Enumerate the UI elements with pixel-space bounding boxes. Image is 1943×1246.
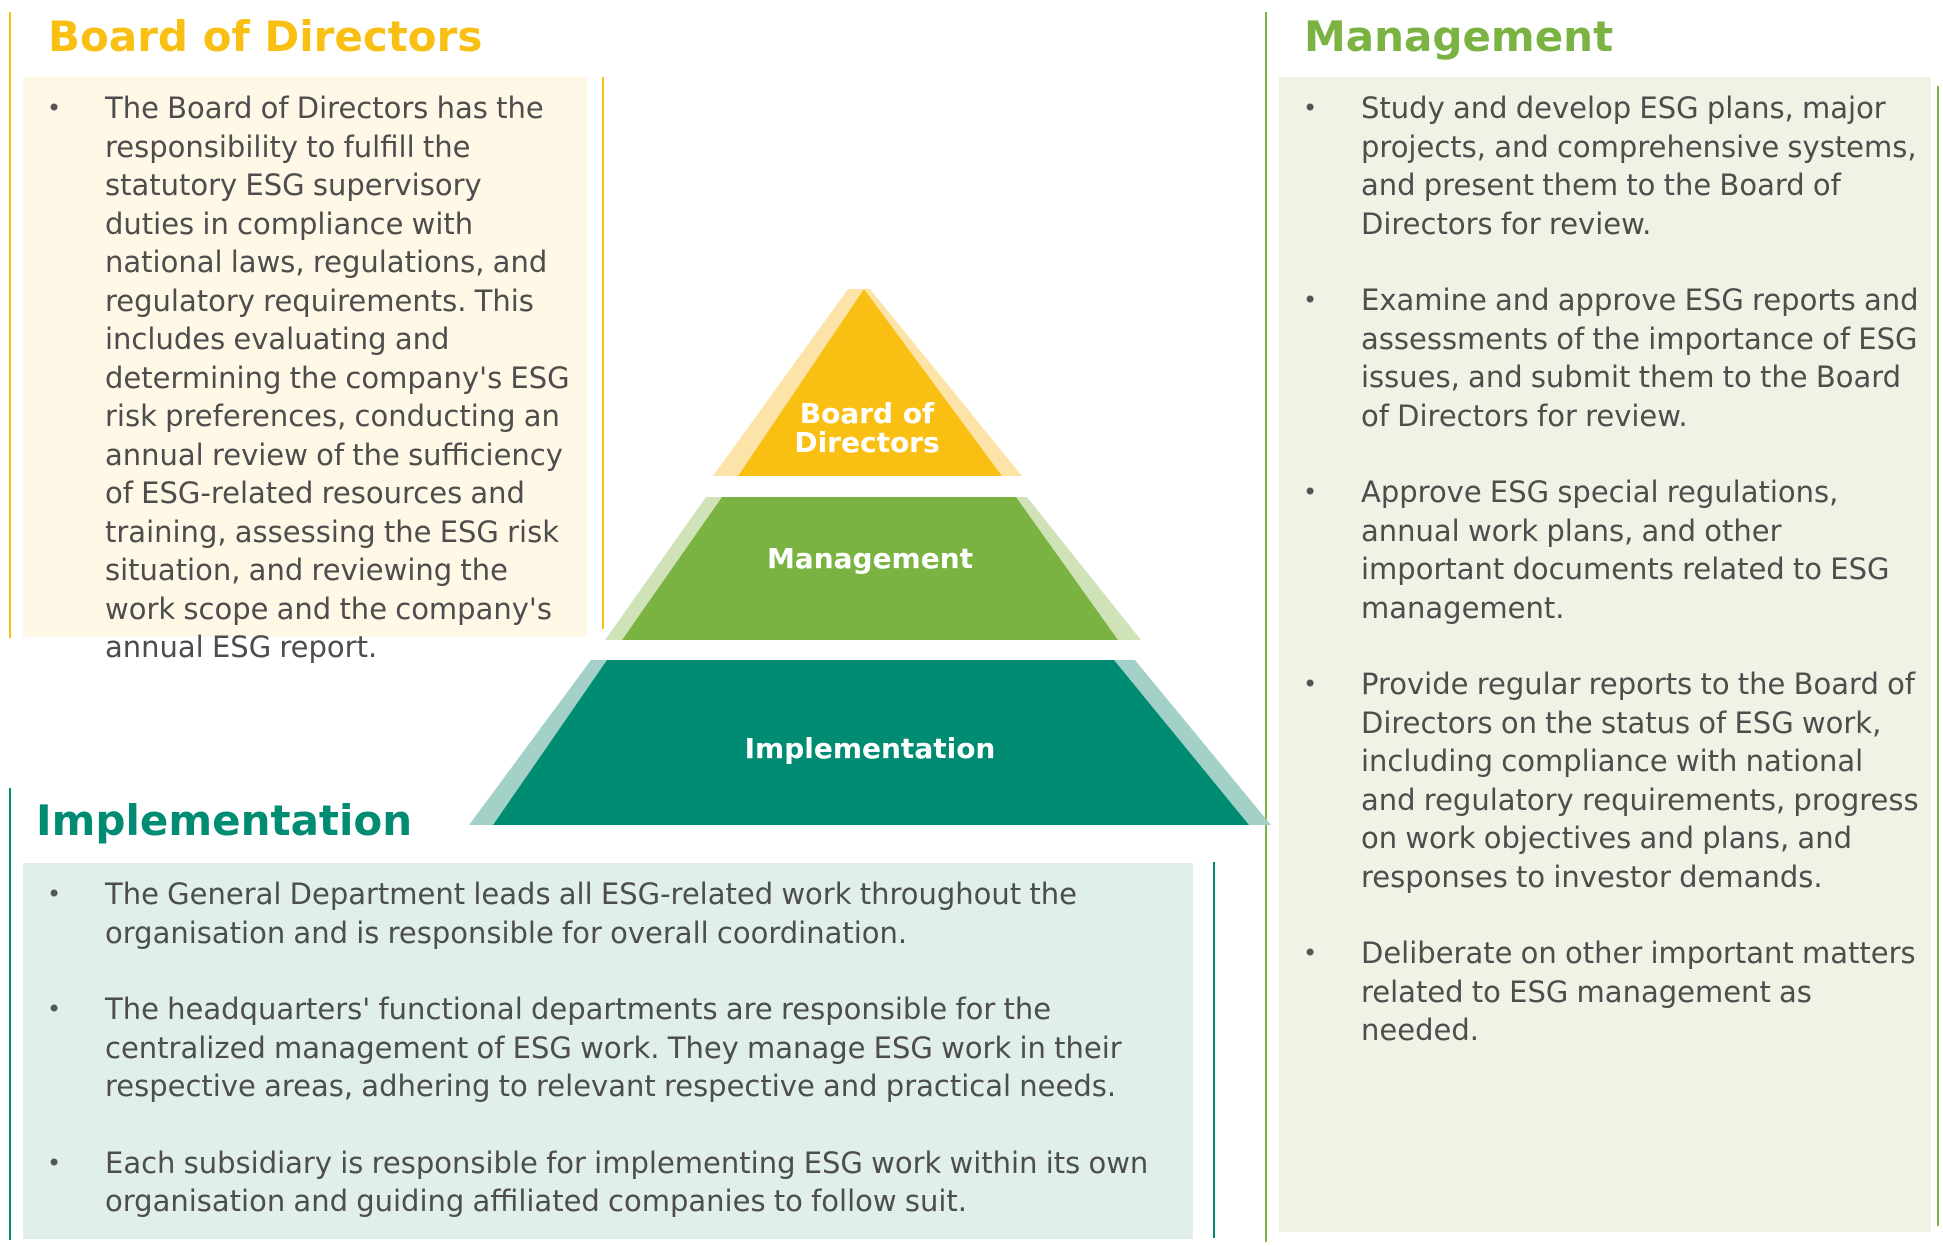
management-heading: Management xyxy=(1304,12,1614,61)
management-list-item: Examine and approve ESG reports and asse… xyxy=(1279,281,1921,435)
implementation-heading: Implementation xyxy=(36,796,413,845)
pyramid-management-label: Management xyxy=(767,542,973,575)
management-list: Study and develop ESG plans, major proje… xyxy=(1279,89,1921,1050)
board-panel: The Board of Directors has the responsib… xyxy=(23,77,587,664)
pyramid-management-tier xyxy=(622,497,1118,640)
board-heading: Board of Directors xyxy=(48,12,483,61)
management-list-item: Deliberate on other important matters re… xyxy=(1279,934,1921,1050)
implementation-panel: The General Department leads all ESG-rel… xyxy=(23,863,1193,1239)
management-accent-line-left xyxy=(1265,12,1267,1242)
governance-pyramid: Board of Directors Management Implementa… xyxy=(469,289,1271,825)
pyramid-implementation-label: Implementation xyxy=(745,732,996,765)
management-list-item: Approve ESG special regulations, annual … xyxy=(1279,473,1921,627)
implementation-list-item: The headquarters' functional departments… xyxy=(23,990,1183,1106)
management-list-item: Provide regular reports to the Board of … xyxy=(1279,665,1921,896)
board-accent-line-right xyxy=(602,77,604,629)
pyramid-board-tier xyxy=(738,289,1002,476)
pyramid-implementation-tier xyxy=(493,660,1249,825)
implementation-list-item: The General Department leads all ESG-rel… xyxy=(23,875,1183,952)
implementation-list-item: Each subsidiary is responsible for imple… xyxy=(23,1144,1183,1221)
board-list-item: The Board of Directors has the responsib… xyxy=(23,89,577,667)
management-panel: Study and develop ESG plans, major proje… xyxy=(1279,77,1931,1232)
board-accent-line-left xyxy=(9,12,11,638)
implementation-list: The General Department leads all ESG-rel… xyxy=(23,875,1183,1221)
implementation-accent-line-left xyxy=(9,788,11,1240)
implementation-accent-line-right xyxy=(1213,862,1215,1238)
management-list-item: Study and develop ESG plans, major proje… xyxy=(1279,89,1921,243)
pyramid-board-label-line2: Directors xyxy=(794,426,939,459)
board-list: The Board of Directors has the responsib… xyxy=(23,89,577,667)
management-accent-line-right xyxy=(1937,86,1939,1226)
pyramid-board-label-line1: Board of xyxy=(800,397,935,430)
